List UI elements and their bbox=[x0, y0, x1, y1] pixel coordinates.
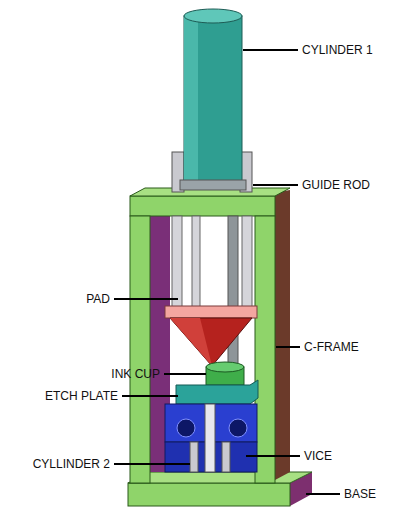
part-label: ETCH PLATE bbox=[45, 389, 118, 403]
piston-rod bbox=[192, 216, 200, 308]
cylinder-2 bbox=[222, 442, 230, 472]
leader-line bbox=[122, 395, 178, 397]
part-label: C-FRAME bbox=[304, 340, 359, 354]
frame-top bbox=[130, 196, 275, 216]
cylinder-1 bbox=[184, 16, 242, 186]
leader-line bbox=[114, 463, 190, 465]
part-label: GUIDE ROD bbox=[302, 178, 370, 192]
vice-screw bbox=[229, 419, 247, 437]
part-label: VICE bbox=[304, 449, 332, 463]
cylinder-2 bbox=[190, 442, 198, 472]
base-side bbox=[128, 472, 312, 506]
guide-rod bbox=[172, 216, 182, 308]
leader-line bbox=[243, 49, 298, 51]
frame-right-post bbox=[255, 216, 275, 483]
leader-line bbox=[276, 346, 300, 348]
guide-rod bbox=[242, 216, 252, 308]
pad-shade bbox=[170, 318, 212, 366]
cylinder-cap bbox=[184, 9, 242, 23]
pad bbox=[170, 318, 252, 366]
part-label: CYLINDER 1 bbox=[302, 43, 373, 57]
part-label: CYLLINDER 2 bbox=[33, 457, 110, 471]
base bbox=[128, 483, 290, 506]
ink-rod bbox=[228, 216, 238, 376]
leader-line bbox=[114, 298, 178, 300]
part-label: PAD bbox=[86, 292, 110, 306]
leader-line bbox=[253, 184, 298, 186]
cylinder-highlight bbox=[184, 16, 198, 186]
ink-cup-top bbox=[206, 362, 244, 372]
leader-lines bbox=[114, 50, 340, 494]
vice-screw bbox=[177, 419, 195, 437]
leader-line bbox=[306, 493, 340, 495]
leader-line bbox=[164, 373, 206, 375]
leader-line bbox=[246, 455, 300, 457]
vice-slot bbox=[205, 404, 215, 472]
cylinder-flange bbox=[180, 180, 246, 190]
pad-plate bbox=[165, 306, 257, 318]
part-label: INK CUP bbox=[111, 367, 160, 381]
part-label: BASE bbox=[344, 487, 376, 501]
etch-plate bbox=[176, 380, 258, 404]
frame-left-post bbox=[130, 216, 150, 483]
